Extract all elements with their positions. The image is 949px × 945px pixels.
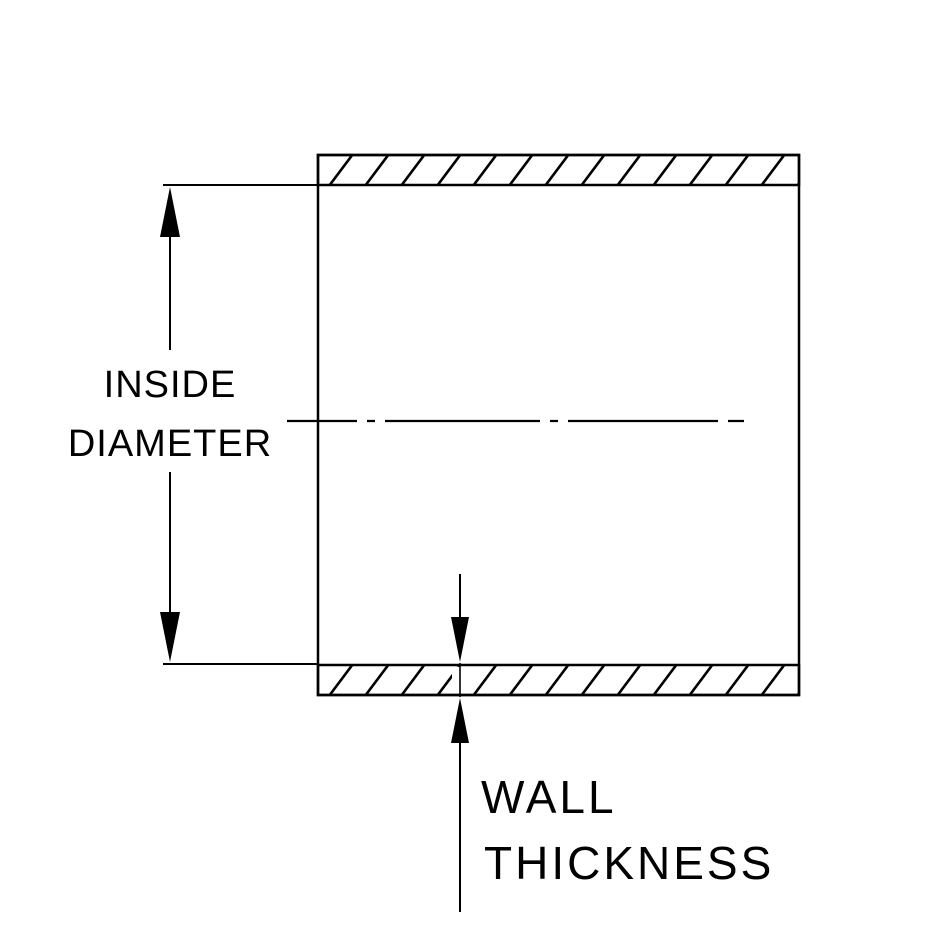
inside-diameter-dimension: INSIDE DIAMETER: [68, 184, 318, 665]
arrowhead-up-to-wall-icon: [451, 698, 469, 743]
tube-outline: [316, 153, 801, 697]
arrowhead-down-to-wall-icon: [451, 617, 469, 662]
inside-diameter-label-line1: INSIDE: [104, 364, 237, 406]
wall-thickness-label-line1: WALL: [481, 771, 617, 823]
wall-thickness-label-line2: THICKNESS: [484, 837, 774, 889]
inside-diameter-label-line2: DIAMETER: [68, 423, 272, 465]
wall-thickness-dimension: WALL THICKNESS: [451, 574, 774, 912]
top-wall-hatch: [316, 153, 801, 187]
arrowhead-up-icon: [160, 187, 180, 237]
tube-body: [316, 153, 801, 697]
bottom-wall-hatch: [316, 663, 801, 697]
arrowhead-down-icon: [160, 612, 180, 662]
